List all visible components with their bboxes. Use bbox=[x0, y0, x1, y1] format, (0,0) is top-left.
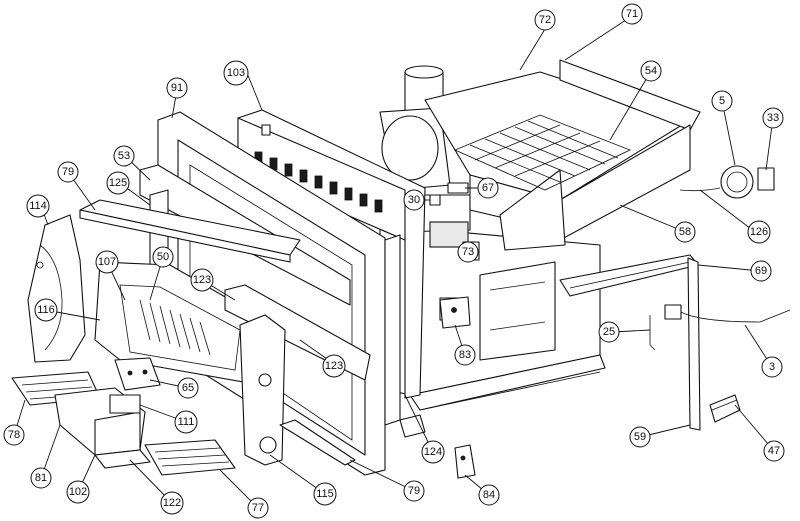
callout-115: 115 bbox=[313, 482, 337, 506]
callout-label: 53 bbox=[118, 150, 130, 162]
callout-label: 72 bbox=[539, 14, 551, 26]
callout-label: 73 bbox=[462, 246, 474, 258]
callout-label: 58 bbox=[679, 226, 691, 238]
callout-label: 79 bbox=[62, 166, 74, 178]
mounting-bracket bbox=[454, 444, 476, 479]
callout-label: 111 bbox=[178, 416, 195, 428]
door-handle-assembly bbox=[239, 314, 286, 466]
callout-81: 81 bbox=[30, 467, 52, 489]
callout-label: 50 bbox=[157, 251, 169, 263]
callout-label: 115 bbox=[316, 488, 334, 500]
callout-122: 122 bbox=[160, 491, 184, 515]
ash-pan-handle bbox=[109, 394, 141, 414]
callout-65: 65 bbox=[177, 377, 199, 399]
callout-label: 59 bbox=[634, 431, 646, 443]
callout-114: 114 bbox=[26, 194, 50, 218]
callout-69: 69 bbox=[750, 260, 772, 282]
fan-switch bbox=[649, 304, 682, 351]
callout-91: 91 bbox=[166, 77, 188, 99]
callout-73: 73 bbox=[457, 241, 479, 263]
callout-label: 25 bbox=[603, 326, 615, 338]
callout-label: 65 bbox=[182, 382, 194, 394]
callout-label: 30 bbox=[408, 194, 420, 206]
callout-label: 69 bbox=[755, 265, 767, 277]
callout-5: 5 bbox=[711, 90, 733, 112]
callout-30: 30 bbox=[403, 189, 425, 211]
callout-78: 78 bbox=[3, 424, 25, 446]
callout-label: 79 bbox=[408, 485, 420, 497]
callout-47: 47 bbox=[763, 440, 785, 462]
callout-label: 107 bbox=[98, 256, 116, 268]
ash-grate-right bbox=[144, 439, 236, 476]
callout-126: 126 bbox=[747, 220, 771, 244]
upright-bar bbox=[687, 257, 701, 431]
door-louvres bbox=[139, 299, 211, 356]
callout-123-lower: 123 bbox=[322, 354, 346, 378]
callout-58: 58 bbox=[674, 221, 696, 243]
callout-77: 77 bbox=[247, 497, 269, 519]
side-trim bbox=[384, 234, 426, 438]
callout-label: 84 bbox=[483, 489, 495, 501]
callout-label: 114 bbox=[29, 200, 47, 212]
air-wash-bar bbox=[79, 199, 301, 263]
thermostat bbox=[679, 165, 775, 199]
callout-label: 78 bbox=[8, 429, 20, 441]
callout-67: 67 bbox=[477, 177, 499, 199]
callout-123-upper: 123 bbox=[190, 268, 214, 292]
callout-label: 122 bbox=[163, 497, 181, 509]
callout-label: 5 bbox=[719, 95, 725, 107]
firebox-body bbox=[379, 194, 606, 411]
callout-label: 125 bbox=[109, 177, 127, 189]
callout-label: 116 bbox=[37, 304, 55, 316]
callout-102: 102 bbox=[66, 480, 90, 504]
callout-54: 54 bbox=[640, 60, 662, 82]
callout-103: 103 bbox=[223, 60, 249, 86]
callout-label: 33 bbox=[767, 112, 779, 124]
side-panel bbox=[27, 214, 86, 363]
callout-83: 83 bbox=[454, 344, 476, 366]
callout-33: 33 bbox=[762, 107, 784, 129]
flue-collar bbox=[379, 65, 451, 191]
callout-25: 25 bbox=[598, 321, 620, 343]
callout-label: 67 bbox=[482, 182, 494, 194]
callout-label: 77 bbox=[252, 502, 264, 514]
callout-label: 3 bbox=[769, 361, 775, 373]
callout-label: 102 bbox=[69, 486, 87, 498]
vent-slots bbox=[254, 151, 383, 213]
callout-79-bottom: 79 bbox=[403, 480, 425, 502]
callout-59: 59 bbox=[629, 426, 651, 448]
callout-124: 124 bbox=[421, 440, 445, 464]
callout-71: 71 bbox=[621, 3, 643, 25]
callout-79-top: 79 bbox=[57, 161, 79, 183]
callout-125: 125 bbox=[106, 171, 130, 195]
angle-bracket bbox=[709, 394, 741, 423]
latch-bracket bbox=[114, 357, 161, 391]
bottom-trim bbox=[279, 419, 356, 466]
callout-label: 124 bbox=[424, 446, 442, 458]
callout-label: 103 bbox=[227, 67, 245, 79]
callout-label: 81 bbox=[35, 472, 47, 484]
heat-exchanger-top bbox=[424, 59, 701, 251]
callout-72: 72 bbox=[534, 9, 556, 31]
callout-50: 50 bbox=[152, 246, 174, 268]
callout-label: 71 bbox=[626, 8, 638, 20]
callout-label: 47 bbox=[768, 445, 780, 457]
callout-label: 126 bbox=[750, 226, 768, 238]
callout-3: 3 bbox=[761, 356, 783, 378]
callout-label: 123 bbox=[193, 274, 211, 286]
callout-116: 116 bbox=[34, 298, 58, 322]
callout-107: 107 bbox=[95, 250, 119, 274]
callout-label: 91 bbox=[171, 82, 183, 94]
switch-bracket bbox=[439, 296, 471, 329]
callout-84: 84 bbox=[478, 484, 500, 506]
callout-111: 111 bbox=[174, 410, 198, 434]
callout-label: 123 bbox=[325, 360, 343, 372]
cooking-grate bbox=[453, 114, 632, 191]
callout-53: 53 bbox=[113, 145, 135, 167]
sensor-cable bbox=[680, 309, 791, 323]
callout-label: 83 bbox=[459, 349, 471, 361]
callout-label: 54 bbox=[645, 65, 657, 77]
